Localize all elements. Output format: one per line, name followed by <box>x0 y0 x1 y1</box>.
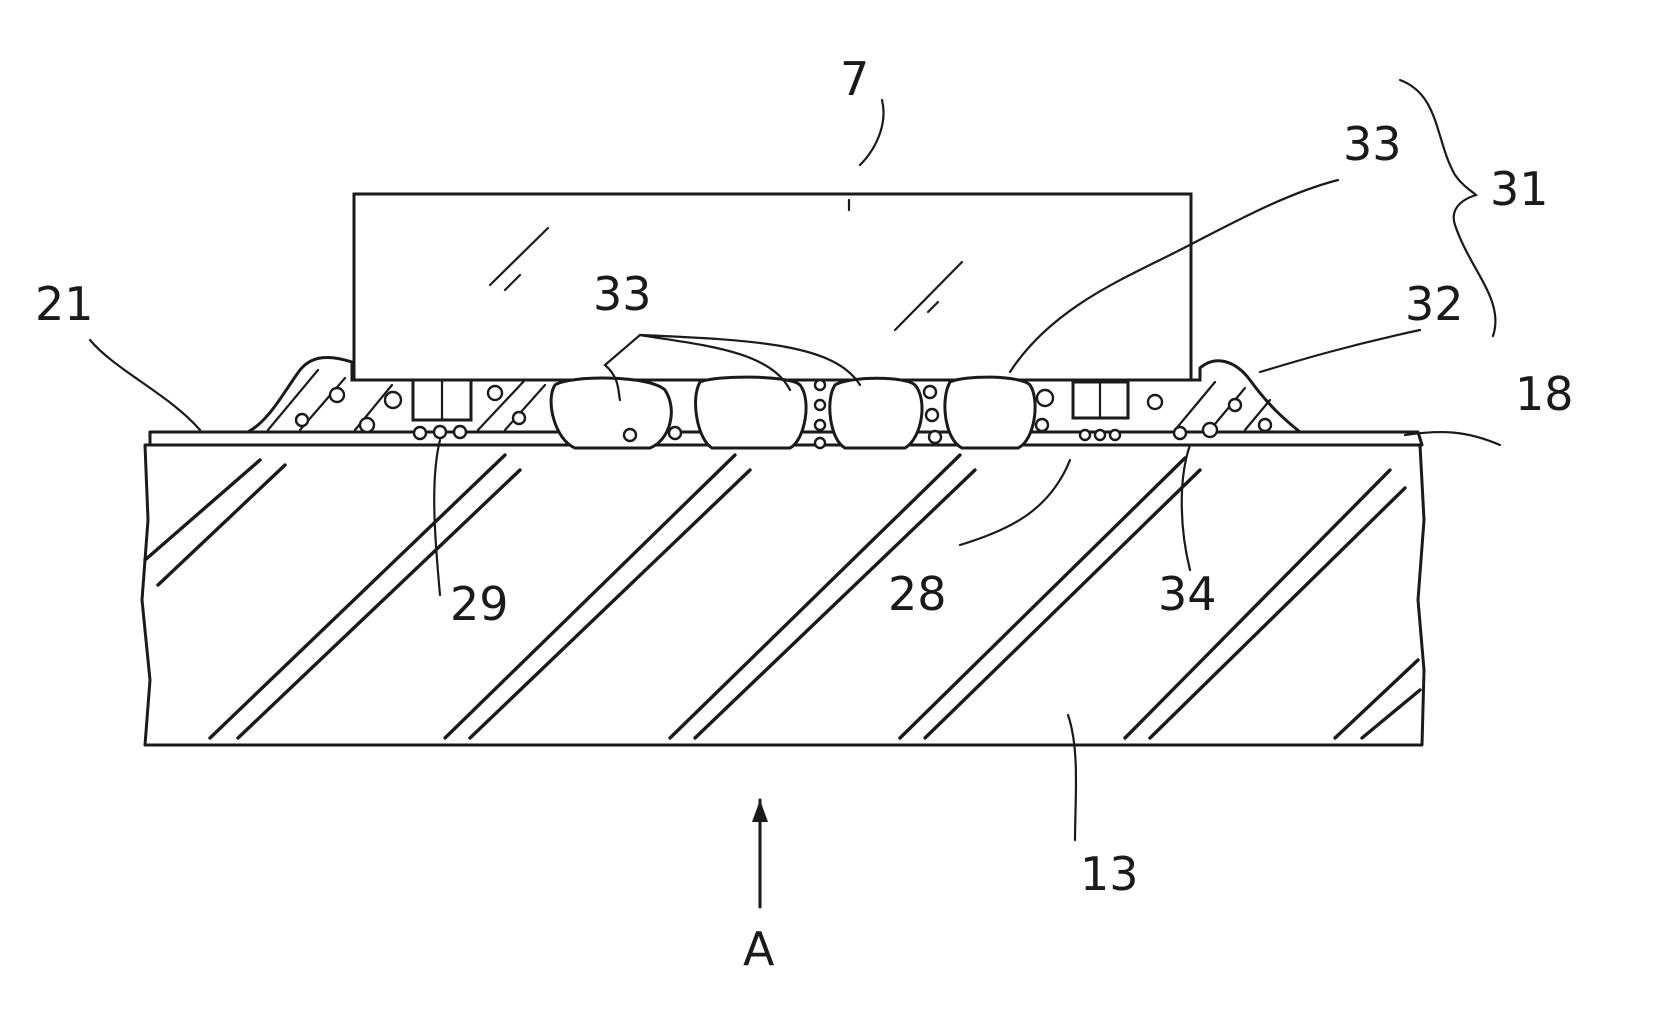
substrate <box>142 445 1424 745</box>
label-chip: 7 <box>840 52 869 106</box>
label-particles-top: 33 <box>1343 117 1402 171</box>
label-resin: 32 <box>1405 277 1464 331</box>
label-conductive-film: 31 <box>1490 162 1549 216</box>
label-substrate: 13 <box>1080 847 1139 901</box>
label-right-electrode: 18 <box>1515 367 1574 421</box>
chip <box>354 194 1191 380</box>
label-left-electrode: 21 <box>35 277 94 331</box>
label-filler: 34 <box>1158 567 1217 621</box>
label-bump: 29 <box>450 577 509 631</box>
bump-left <box>413 380 471 420</box>
view-arrow-A <box>752 800 768 907</box>
label-view-arrow: A <box>743 922 775 976</box>
bump-right <box>1073 382 1128 418</box>
label-particles-mid: 33 <box>593 267 652 321</box>
substrate-hatching <box>145 455 1420 738</box>
label-pad: 28 <box>888 567 947 621</box>
